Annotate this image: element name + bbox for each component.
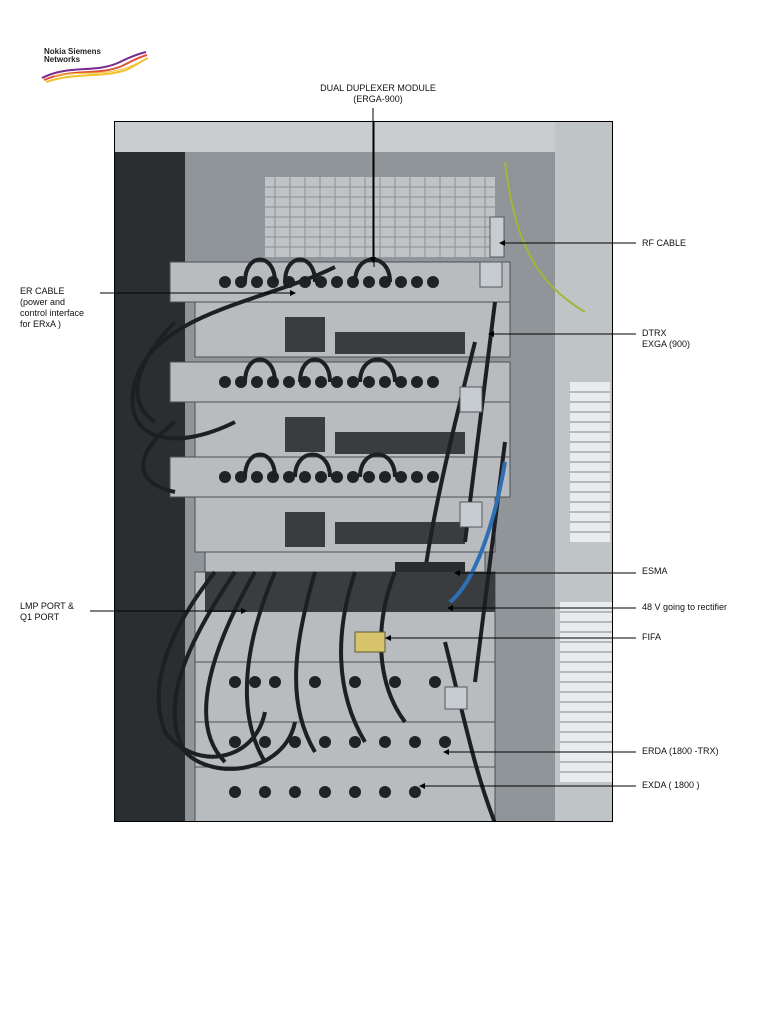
lmp-port-line2: Q1 PORT bbox=[20, 612, 60, 622]
erda-label: ERDA (1800 -TRX) bbox=[642, 746, 719, 756]
er-cable-line2: (power and bbox=[20, 297, 66, 307]
logo-text: Nokia Siemens Networks bbox=[44, 47, 101, 64]
er-cable-line1: ER CABLE bbox=[20, 286, 65, 296]
48v-label: 48 V going to rectifier bbox=[642, 602, 728, 612]
dual-duplexer-line2: (ERGA-900) bbox=[353, 94, 403, 104]
dual-duplexer-line1: DUAL DUPLEXER MODULE bbox=[320, 83, 436, 93]
dtrx-line1: DTRX bbox=[642, 328, 667, 338]
dtrx-line2: EXGA (900) bbox=[642, 339, 691, 349]
er-cable-line4: for ERxA ) bbox=[20, 319, 62, 329]
dual-duplexer-label: DUAL DUPLEXER MODULE (ERGA-900) bbox=[316, 83, 440, 105]
esma-label: ESMA bbox=[642, 566, 668, 576]
fifa-label: FIFA bbox=[642, 632, 662, 642]
er-cable-label: ER CABLE (power and control interface fo… bbox=[20, 286, 110, 330]
rf-cable-label: RF CABLE bbox=[642, 238, 687, 248]
lmp-port-line1: LMP PORT & bbox=[20, 601, 75, 611]
lmp-port-label: LMP PORT & Q1 PORT bbox=[20, 601, 74, 623]
logo-swoosh-icon bbox=[41, 51, 149, 83]
exda-label: EXDA ( 1800 ) bbox=[642, 780, 700, 790]
rack-photo bbox=[114, 121, 613, 822]
rack-illustration bbox=[115, 122, 612, 821]
dtrx-label: DTRX EXGA (900) bbox=[642, 328, 690, 350]
nokia-siemens-logo: Nokia Siemens Networks bbox=[40, 44, 150, 84]
er-cable-line3: control interface bbox=[20, 308, 85, 318]
leader-lines bbox=[373, 122, 375, 267]
